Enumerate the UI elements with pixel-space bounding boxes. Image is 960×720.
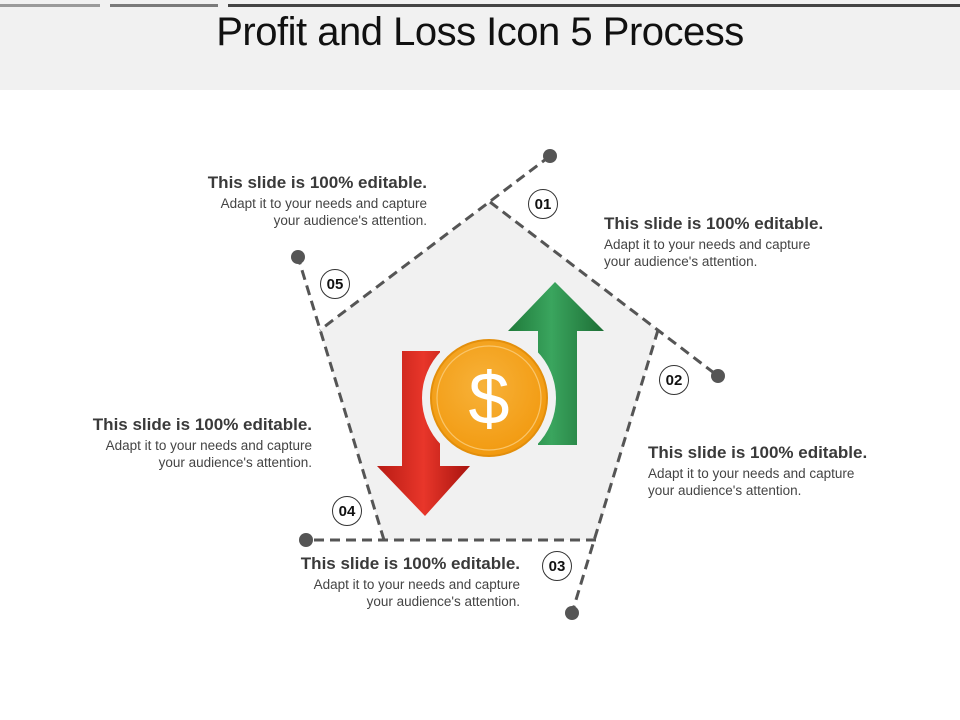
step-body: Adapt it to your needs and capture your … <box>648 466 855 498</box>
step-heading: This slide is 100% editable. <box>604 214 824 233</box>
header-accent-bar <box>110 4 218 7</box>
down-arrow-icon <box>377 351 470 516</box>
dollar-coin-icon <box>430 339 548 457</box>
step-text-03: This slide is 100% editable. Adapt it to… <box>220 554 520 610</box>
dashed-lines <box>296 154 719 614</box>
step-number-05: 05 <box>320 269 350 299</box>
step-heading: This slide is 100% editable. <box>300 554 520 573</box>
step-number-03: 03 <box>542 551 572 581</box>
dollar-sign-icon: $ <box>468 357 509 440</box>
header-accent-bar <box>0 4 100 7</box>
step-text-01: This slide is 100% editable. Adapt it to… <box>604 214 904 270</box>
profit-loss-icon: $ <box>377 282 604 516</box>
step-text-02: This slide is 100% editable. Adapt it to… <box>648 443 948 499</box>
step-heading: This slide is 100% editable. <box>207 173 427 192</box>
step-text-05: This slide is 100% editable. Adapt it to… <box>127 173 427 229</box>
step-number-04: 04 <box>332 496 362 526</box>
up-arrow-icon <box>508 282 604 445</box>
step-body: Adapt it to your needs and capture your … <box>604 237 811 269</box>
step-body: Adapt it to your needs and capture your … <box>220 196 427 228</box>
title-bar: Profit and Loss Icon 5 Process <box>0 0 960 90</box>
step-number-01: 01 <box>528 189 558 219</box>
step-body: Adapt it to your needs and capture your … <box>105 438 312 470</box>
slide-title: Profit and Loss Icon 5 Process <box>216 10 744 54</box>
step-number-02: 02 <box>659 365 689 395</box>
header-accent-bar <box>228 4 960 7</box>
step-text-04: This slide is 100% editable. Adapt it to… <box>12 415 312 471</box>
step-body: Adapt it to your needs and capture your … <box>313 577 520 609</box>
step-heading: This slide is 100% editable. <box>648 443 868 462</box>
step-heading: This slide is 100% editable. <box>92 415 312 434</box>
endpoint-dots <box>291 149 725 620</box>
